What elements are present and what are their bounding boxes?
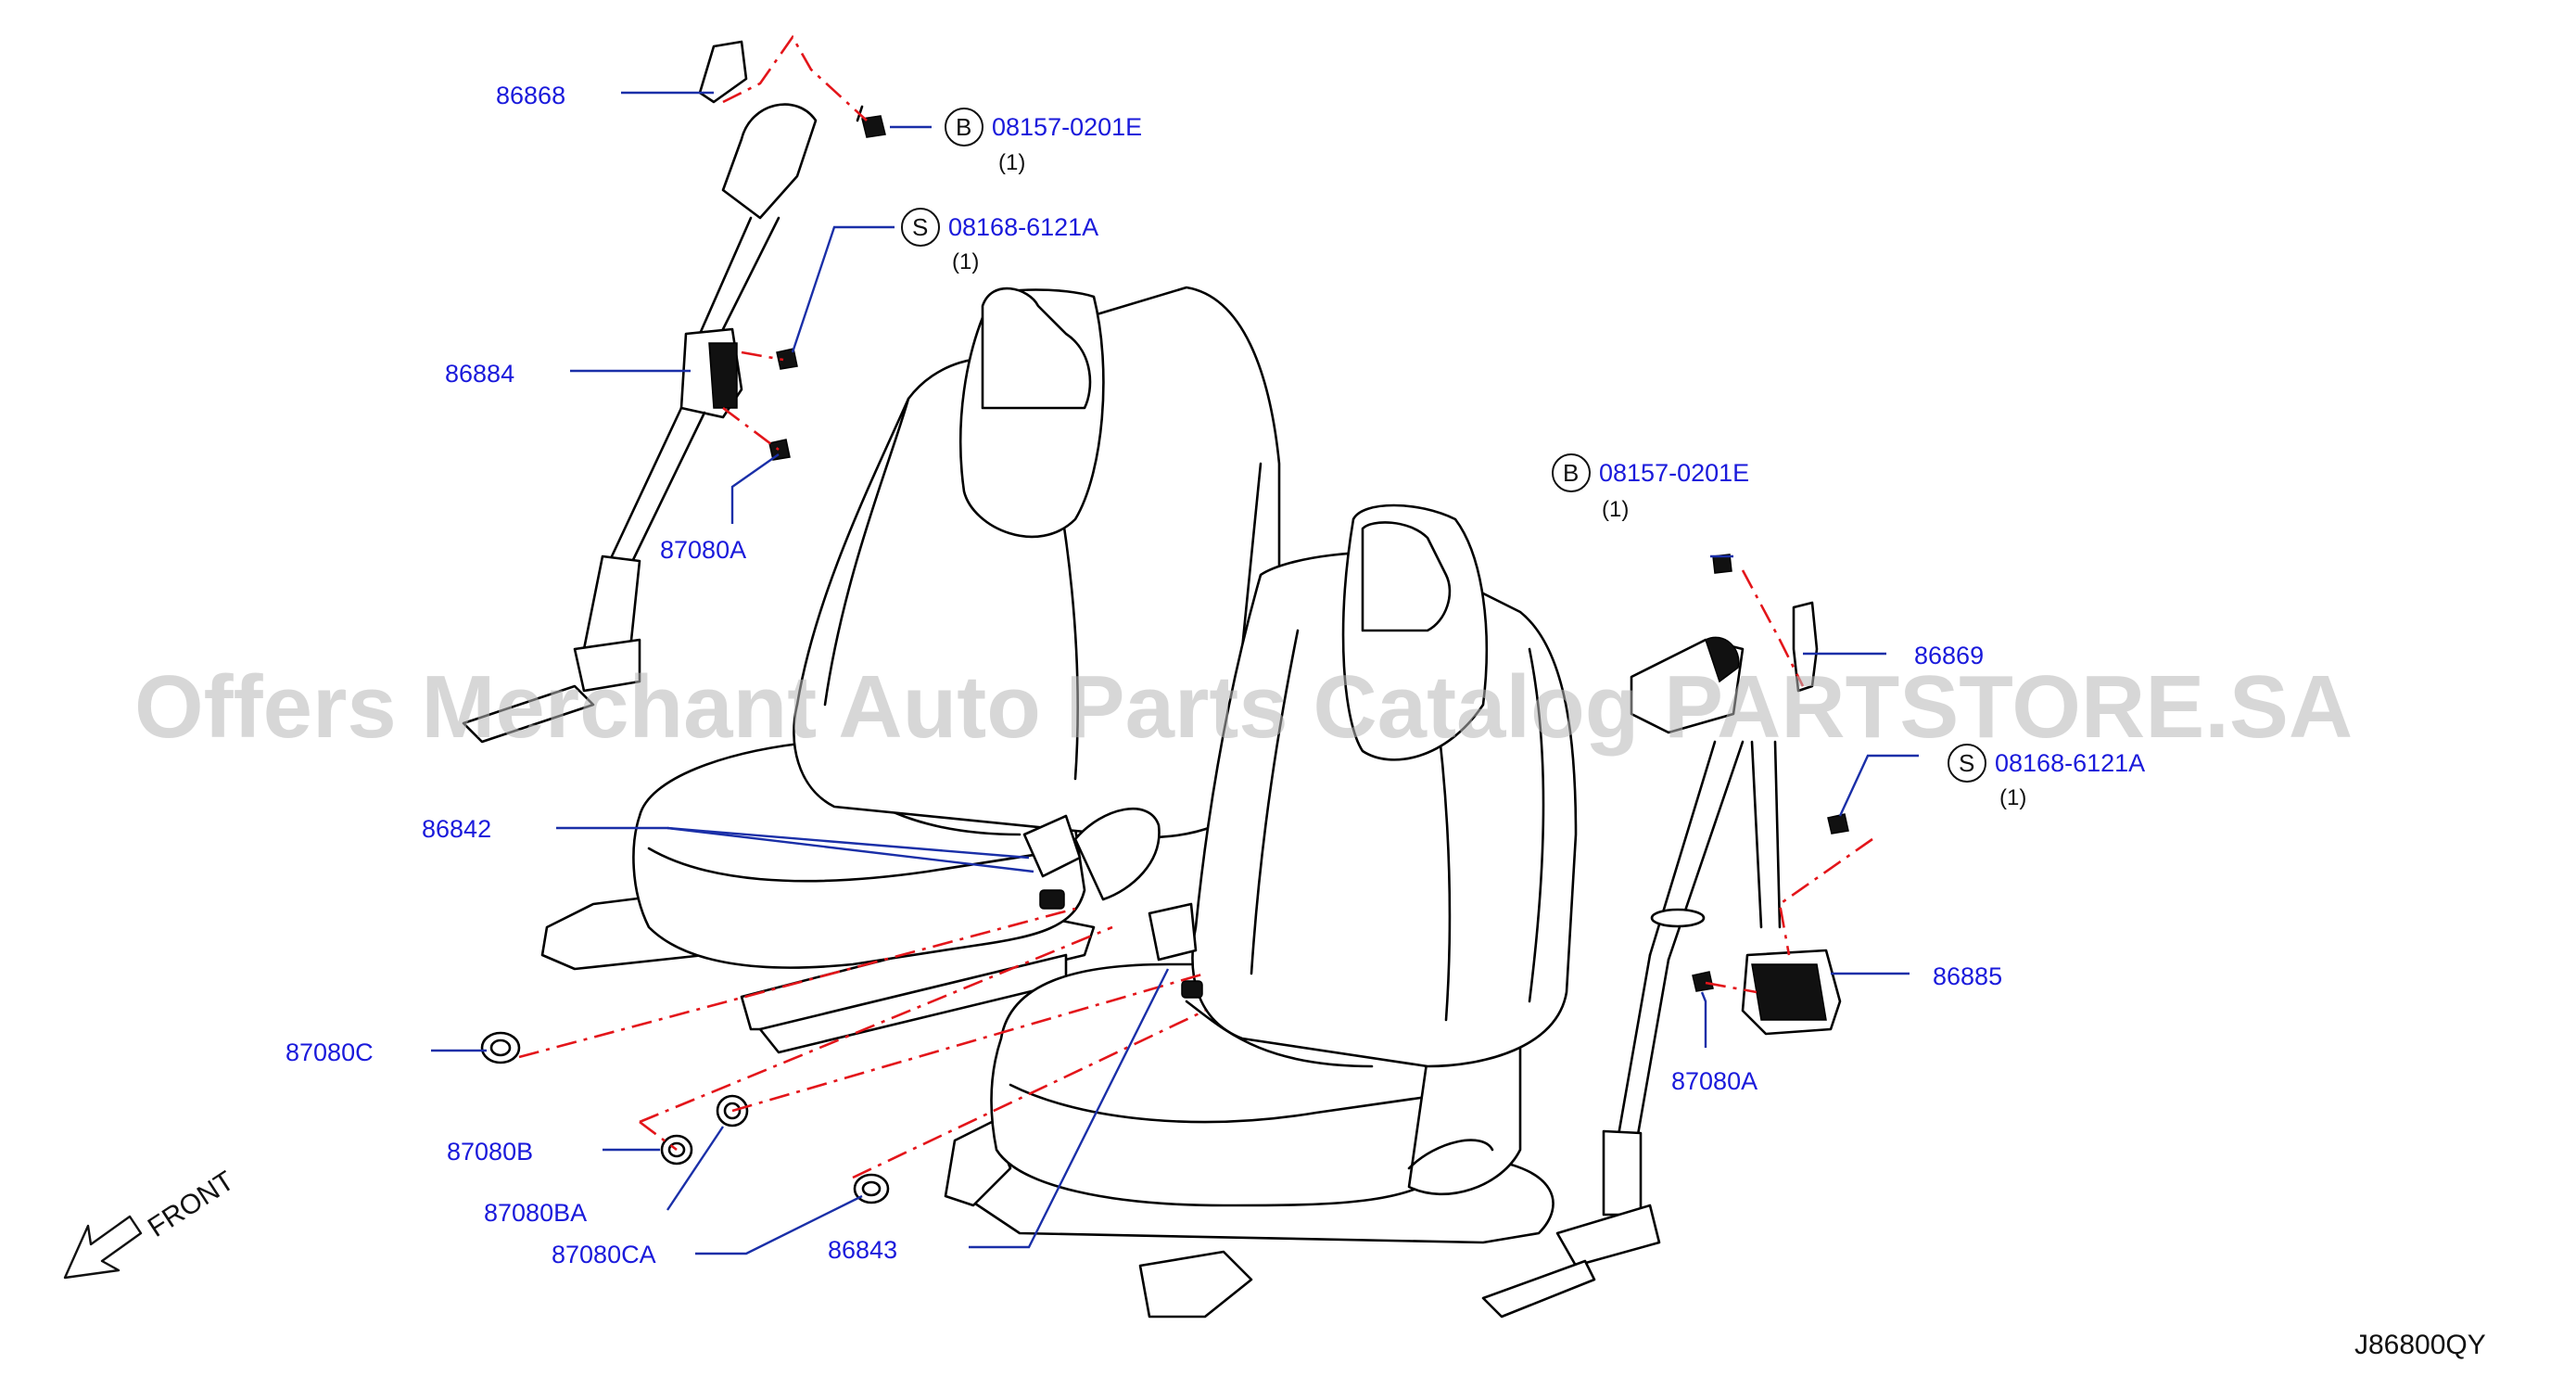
diagram-code: J86800QY <box>2354 1330 2486 1360</box>
qty-08157-right: (1) <box>1602 497 1629 522</box>
bolt-mark-circle-right <box>1552 453 1591 492</box>
callout-08157-0201e-left[interactable]: 08157-0201E <box>992 113 1142 141</box>
qty-08157-left: (1) <box>998 150 1025 175</box>
callout-87080b[interactable]: 87080B <box>447 1138 533 1166</box>
screw-mark-s-left: S <box>912 213 928 241</box>
qty-08168-left: (1) <box>952 249 979 274</box>
callout-86885[interactable]: 86885 <box>1933 962 2002 990</box>
callout-87080ca[interactable]: 87080CA <box>552 1241 656 1268</box>
callout-87080ba[interactable]: 87080BA <box>484 1199 587 1227</box>
callout-08157-0201e-right[interactable]: 08157-0201E <box>1599 459 1749 487</box>
callout-08168-6121a-left[interactable]: 08168-6121A <box>948 213 1098 241</box>
left-seat-illustration <box>540 286 1281 1054</box>
callout-86884[interactable]: 86884 <box>445 360 514 388</box>
leader-lines <box>431 91 1919 1255</box>
relation-lines <box>518 34 1873 1179</box>
small-parts <box>480 1031 890 1204</box>
callout-87080a-left[interactable]: 87080A <box>660 536 746 564</box>
bolt-mark-b-left: B <box>956 113 971 141</box>
callout-86869[interactable]: 86869 <box>1914 642 1984 669</box>
right-seatbelt-illustration <box>1481 554 1849 1319</box>
right-seat-illustration <box>944 503 1578 1319</box>
watermark: Offers Merchant Auto Parts Catalog PARTS… <box>134 657 2353 757</box>
front-arrow-icon <box>63 1215 143 1280</box>
callout-08168-6121a-right[interactable]: 08168-6121A <box>1995 749 2145 777</box>
callout-labels: 86868 B 08157-0201E (1) S 08168-6121A (1… <box>286 82 2145 1268</box>
screw-mark-s-right: S <box>1959 749 1974 777</box>
front-label: FRONT <box>143 1166 240 1243</box>
screw-mark-circle <box>901 208 940 247</box>
screw-mark-circle-right <box>1948 744 1986 783</box>
bolt-mark-b-right: B <box>1563 459 1579 487</box>
bolt-mark-circle <box>945 108 983 147</box>
left-seatbelt-illustration <box>462 40 886 744</box>
front-direction-indicator: FRONT <box>63 1166 240 1280</box>
callout-87080a-right[interactable]: 87080A <box>1671 1067 1758 1095</box>
qty-08168-right: (1) <box>1999 785 2026 810</box>
callout-86868[interactable]: 86868 <box>496 82 565 109</box>
callout-86842[interactable]: 86842 <box>422 815 491 843</box>
callout-87080c[interactable]: 87080C <box>286 1038 374 1066</box>
callout-86843[interactable]: 86843 <box>828 1236 897 1264</box>
